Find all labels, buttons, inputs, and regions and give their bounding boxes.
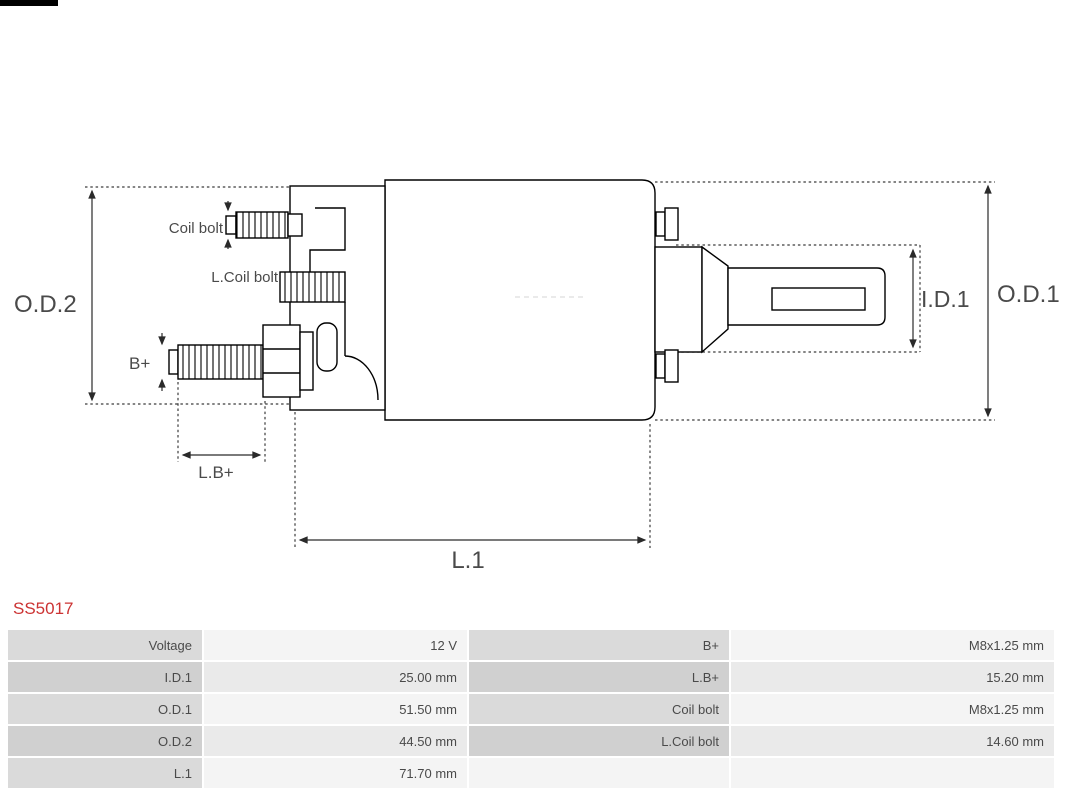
table-row: Voltage 12 V B+ M8x1.25 mm: [8, 630, 1054, 660]
bracket-step: [309, 207, 346, 272]
spec-value: 44.50 mm: [204, 726, 467, 756]
solenoid-drawing: O.D.2 O.D.1 I.D.1 L.1 L.B+ B+ Coil bolt …: [14, 179, 1060, 574]
top-left-mark: [0, 0, 58, 6]
spec-value: 14.60 mm: [731, 726, 1054, 756]
bplus-nut: [262, 324, 301, 398]
table-row: O.D.2 44.50 mm L.Coil bolt 14.60 mm: [8, 726, 1054, 756]
spec-label: Voltage: [8, 630, 202, 660]
bplus-stud-tip: [168, 349, 179, 375]
spec-table: Voltage 12 V B+ M8x1.25 mm I.D.1 25.00 m…: [6, 628, 1056, 790]
product-code: SS5017: [13, 599, 74, 618]
coil-bolt-sleeve: [279, 271, 346, 303]
spec-label-empty: [469, 758, 729, 788]
spec-value: M8x1.25 mm: [731, 630, 1054, 660]
bplus-label: B+: [129, 354, 150, 373]
table-row: I.D.1 25.00 mm L.B+ 15.20 mm: [8, 662, 1054, 692]
spec-value: 51.50 mm: [204, 694, 467, 724]
bplus-stud: [177, 344, 264, 380]
solenoid-diagram: O.D.2 O.D.1 I.D.1 L.1 L.B+ B+ Coil bolt …: [14, 179, 1060, 574]
spec-value: 15.20 mm: [731, 662, 1054, 692]
spec-value: 71.70 mm: [204, 758, 467, 788]
bplus-washer: [299, 331, 314, 391]
spec-value: 25.00 mm: [204, 662, 467, 692]
dimension-lines: [85, 181, 995, 548]
spec-label: L.1: [8, 758, 202, 788]
spec-label: O.D.1: [8, 694, 202, 724]
spec-label: O.D.2: [8, 726, 202, 756]
spec-label: Coil bolt: [469, 694, 729, 724]
spec-value-empty: [731, 758, 1054, 788]
spec-label: L.B+: [469, 662, 729, 692]
solenoid-body: [384, 179, 656, 421]
id1-label: I.D.1: [921, 286, 970, 312]
coil-bolt-label: Coil bolt: [169, 220, 224, 237]
spec-label: L.Coil bolt: [469, 726, 729, 756]
l-coil-bolt-label: L.Coil bolt: [211, 269, 279, 286]
od2-label: O.D.2: [14, 291, 77, 318]
l1-label: L.1: [451, 547, 484, 574]
top-terminal-head: [664, 207, 679, 241]
solenoid-body-group: [168, 179, 886, 421]
table-row: O.D.1 51.50 mm Coil bolt M8x1.25 mm: [8, 694, 1054, 724]
top-terminal-pin: [655, 211, 666, 237]
spec-label: B+: [469, 630, 729, 660]
bottom-terminal-head: [664, 349, 679, 383]
bracket-notch-arc: [344, 355, 379, 401]
coil-bolt-collar: [287, 213, 303, 237]
lbplus-label: L.B+: [198, 463, 234, 482]
od1-label: O.D.1: [997, 281, 1060, 308]
bplus-insulator: [316, 322, 338, 372]
plunger-boss: [654, 246, 703, 353]
coil-bolt-stud: [235, 211, 289, 239]
coil-bolt-tip: [225, 215, 237, 235]
spec-value: 12 V: [204, 630, 467, 660]
plunger-cone: [701, 245, 729, 354]
rod-slot: [771, 287, 866, 311]
bottom-terminal-pin: [655, 353, 666, 379]
spec-label: I.D.1: [8, 662, 202, 692]
table-row: L.1 71.70 mm: [8, 758, 1054, 788]
spec-value: M8x1.25 mm: [731, 694, 1054, 724]
dimension-labels: O.D.2 O.D.1 I.D.1 L.1 L.B+ B+ Coil bolt …: [14, 220, 1060, 574]
